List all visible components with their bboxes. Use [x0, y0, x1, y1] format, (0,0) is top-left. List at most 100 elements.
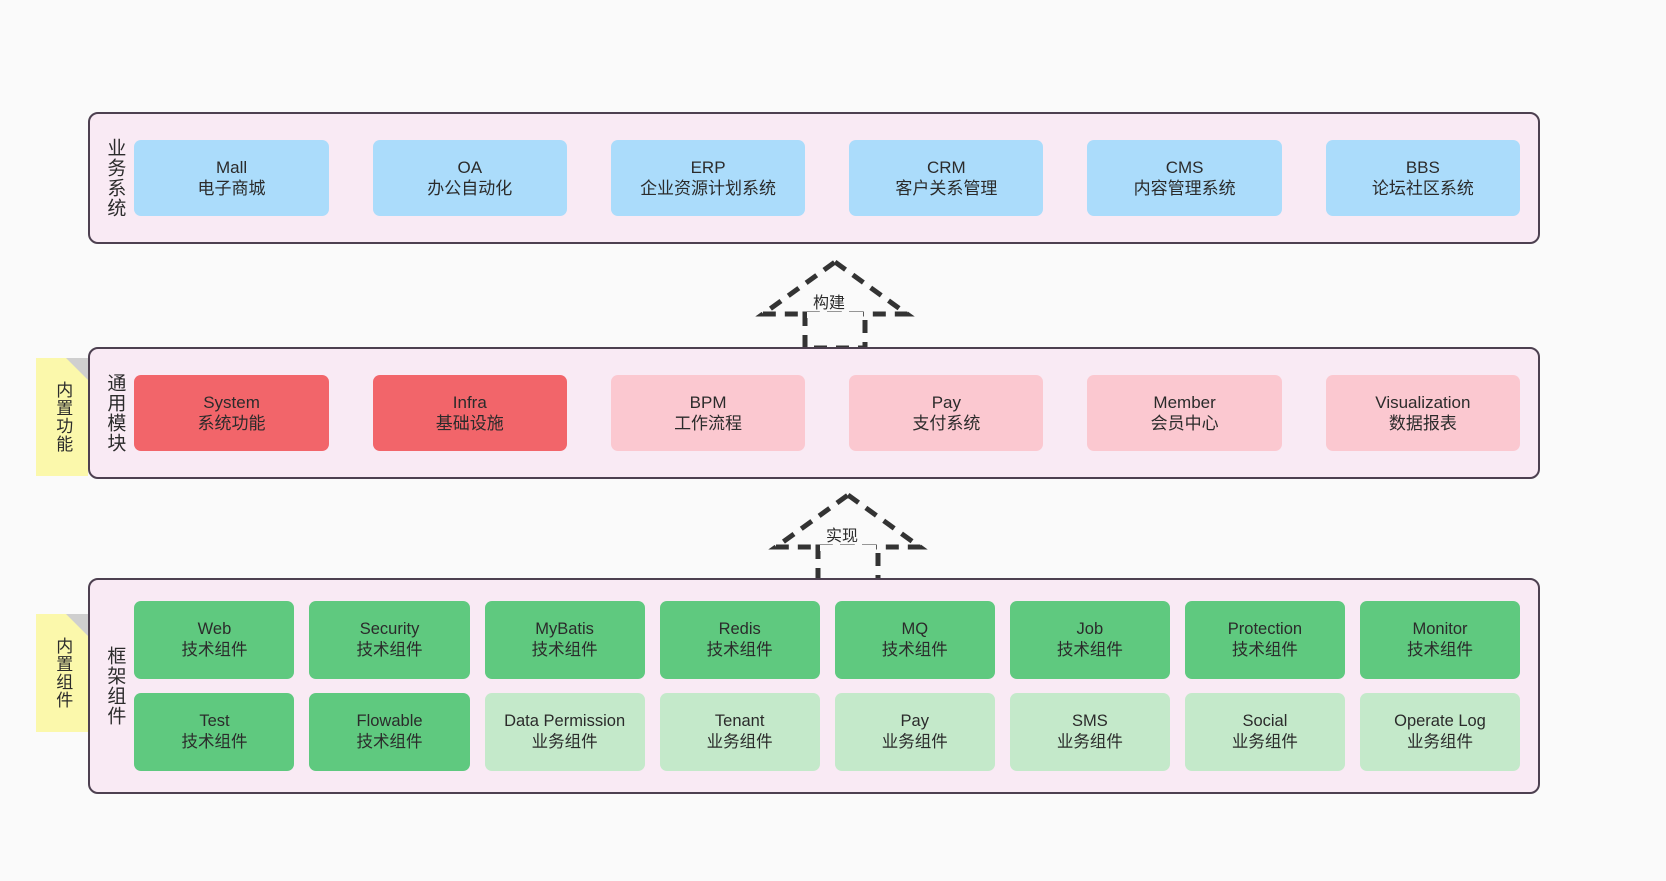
- card-job-desc: 技术组件: [1056, 641, 1123, 659]
- card-mq[interactable]: MQ 技术组件: [834, 601, 995, 679]
- common-card-row: System 系统功能 Infra 基础设施 BPM 工作流程 Pay 支付系统…: [134, 375, 1538, 451]
- card-redis-name: Redis: [718, 620, 761, 639]
- card-infra-desc: 基础设施: [435, 414, 504, 433]
- card-crm[interactable]: CRM 客户关系管理: [849, 140, 1044, 216]
- card-test-name: Test: [199, 712, 230, 731]
- card-erp-desc: 企业资源计划系统: [640, 179, 777, 198]
- card-mall-name: Mall: [215, 157, 248, 177]
- card-system-desc: 系统功能: [197, 414, 266, 433]
- card-crm-desc: 客户关系管理: [895, 179, 998, 198]
- card-sms[interactable]: SMS 业务组件: [1009, 693, 1170, 771]
- card-security[interactable]: Security 技术组件: [309, 601, 470, 679]
- card-bpm[interactable]: BPM 工作流程: [610, 375, 806, 451]
- card-data-permission-name: Data Permission: [504, 712, 626, 731]
- card-mall-desc: 电子商城: [197, 179, 266, 198]
- common-card-list: System 系统功能 Infra 基础设施 BPM 工作流程 Pay 支付系统…: [134, 349, 1538, 477]
- card-protection-name: Protection: [1227, 620, 1303, 639]
- card-bpm-desc: 工作流程: [674, 414, 743, 433]
- card-protection[interactable]: Protection 技术组件: [1184, 601, 1345, 679]
- card-bbs[interactable]: BBS 论坛社区系统: [1325, 140, 1520, 216]
- card-mall[interactable]: Mall 电子商城: [134, 140, 329, 216]
- layer-common-module: 通用模块 System 系统功能 Infra 基础设施 BPM 工作流程 Pay…: [88, 347, 1540, 479]
- card-data-permission[interactable]: Data Permission 业务组件: [484, 693, 645, 771]
- card-visualization-desc: 数据报表: [1388, 414, 1457, 433]
- card-visualization-name: Visualization: [1375, 392, 1471, 412]
- card-oa[interactable]: OA 办公自动化: [372, 140, 567, 216]
- card-erp-name: ERP: [690, 157, 726, 177]
- layer-business-system: 业务系统 Mall 电子商城 OA 办公自动化 ERP 企业资源计划系统 CRM…: [88, 112, 1540, 244]
- card-system[interactable]: System 系统功能: [134, 375, 329, 451]
- framework-card-row-business: Test 技术组件 Flowable 技术组件 Data Permission …: [134, 693, 1538, 771]
- card-social[interactable]: Social 业务组件: [1184, 693, 1345, 771]
- card-social-name: Social: [1242, 712, 1288, 731]
- card-security-desc: 技术组件: [356, 641, 423, 659]
- card-infra-name: Infra: [452, 392, 487, 412]
- card-crm-name: CRM: [926, 157, 966, 177]
- arrow-shaft-joint-mask: [807, 312, 863, 318]
- card-redis[interactable]: Redis 技术组件: [659, 601, 820, 679]
- card-bpm-name: BPM: [689, 392, 727, 412]
- note-fold-corner-icon: [66, 358, 88, 380]
- arrow-build-icon: [755, 258, 915, 351]
- arrow-implement: 实现: [768, 489, 928, 584]
- card-system-name: System: [203, 392, 260, 412]
- card-operate-log-desc: 业务组件: [1406, 733, 1473, 751]
- card-sms-desc: 业务组件: [1056, 733, 1123, 751]
- card-social-desc: 业务组件: [1231, 733, 1298, 751]
- card-visualization[interactable]: Visualization 数据报表: [1325, 375, 1520, 451]
- layer-title-common-module: 通用模块: [104, 373, 126, 453]
- card-security-name: Security: [359, 620, 420, 639]
- card-tenant[interactable]: Tenant 业务组件: [659, 693, 820, 771]
- card-tenant-name: Tenant: [714, 712, 765, 731]
- arrow-implement-label: 实现: [826, 528, 859, 545]
- card-mq-name: MQ: [901, 620, 929, 639]
- arrow-shaft-joint-mask: [820, 545, 876, 551]
- card-job-name: Job: [1076, 620, 1104, 639]
- card-monitor-desc: 技术组件: [1406, 641, 1473, 659]
- card-infra[interactable]: Infra 基础设施: [372, 375, 567, 451]
- card-member-name: Member: [1153, 392, 1216, 412]
- card-pay-module-name: Pay: [931, 392, 961, 412]
- card-test[interactable]: Test 技术组件: [134, 693, 295, 771]
- business-card-row: Mall 电子商城 OA 办公自动化 ERP 企业资源计划系统 CRM 客户关系…: [134, 140, 1538, 216]
- card-oa-desc: 办公自动化: [427, 179, 513, 198]
- arrow-build: 构建: [755, 256, 915, 351]
- card-monitor-name: Monitor: [1412, 620, 1468, 639]
- card-web-desc: 技术组件: [181, 641, 248, 659]
- card-job[interactable]: Job 技术组件: [1009, 601, 1170, 679]
- card-erp[interactable]: ERP 企业资源计划系统: [610, 140, 806, 216]
- sticky-note-builtin-component: 内置组件: [36, 614, 88, 732]
- card-data-permission-desc: 业务组件: [531, 733, 598, 751]
- layer-framework-component: 框架组件 Web 技术组件 Security 技术组件 MyBatis 技术组件…: [88, 578, 1540, 794]
- layer-title-framework-component: 框架组件: [104, 646, 126, 726]
- arrow-build-label: 构建: [813, 295, 846, 312]
- framework-card-row-tech: Web 技术组件 Security 技术组件 MyBatis 技术组件 Redi…: [134, 601, 1538, 679]
- card-web[interactable]: Web 技术组件: [134, 601, 295, 679]
- card-cms-name: CMS: [1165, 157, 1204, 177]
- card-pay-component[interactable]: Pay 业务组件: [834, 693, 995, 771]
- card-monitor[interactable]: Monitor 技术组件: [1359, 601, 1521, 679]
- card-mybatis[interactable]: MyBatis 技术组件: [484, 601, 645, 679]
- card-bbs-name: BBS: [1405, 157, 1440, 177]
- card-flowable[interactable]: Flowable 技术组件: [309, 693, 470, 771]
- note-fold-corner-icon: [66, 614, 88, 636]
- card-operate-log[interactable]: Operate Log 业务组件: [1359, 693, 1521, 771]
- card-flowable-name: Flowable: [356, 712, 423, 731]
- card-pay-component-desc: 业务组件: [881, 733, 948, 751]
- card-redis-desc: 技术组件: [706, 641, 773, 659]
- sticky-note-builtin-function: 内置功能: [36, 358, 88, 476]
- card-pay-module[interactable]: Pay 支付系统: [849, 375, 1044, 451]
- card-flowable-desc: 技术组件: [356, 733, 423, 751]
- card-mybatis-desc: 技术组件: [531, 641, 598, 659]
- card-member[interactable]: Member 会员中心: [1087, 375, 1282, 451]
- card-protection-desc: 技术组件: [1231, 641, 1298, 659]
- card-bbs-desc: 论坛社区系统: [1371, 179, 1474, 198]
- sticky-note-builtin-component-text: 内置组件: [53, 637, 73, 709]
- card-cms[interactable]: CMS 内容管理系统: [1087, 140, 1282, 216]
- card-mybatis-name: MyBatis: [535, 620, 594, 639]
- arrow-shaft: [815, 544, 881, 584]
- card-mq-desc: 技术组件: [881, 641, 948, 659]
- card-operate-log-name: Operate Log: [1394, 712, 1486, 731]
- card-sms-name: SMS: [1071, 712, 1108, 731]
